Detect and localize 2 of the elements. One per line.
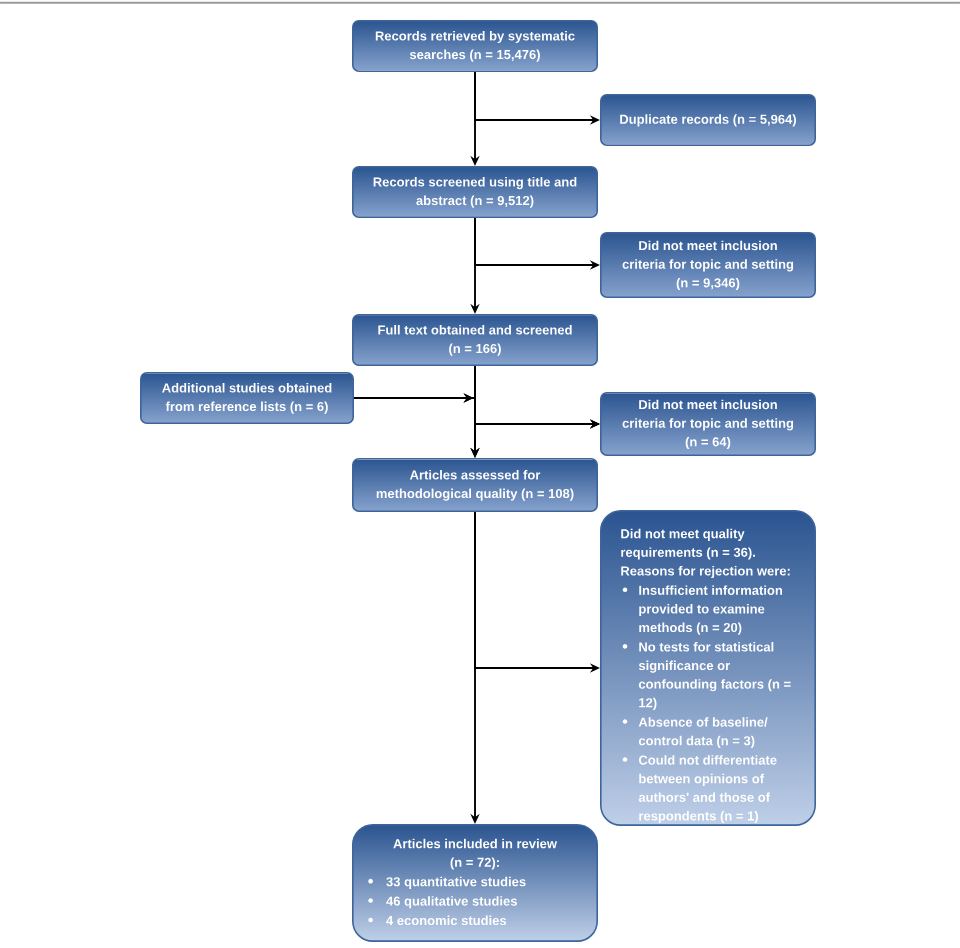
rounded-box [600,509,816,826]
rounded-box [352,823,598,942]
